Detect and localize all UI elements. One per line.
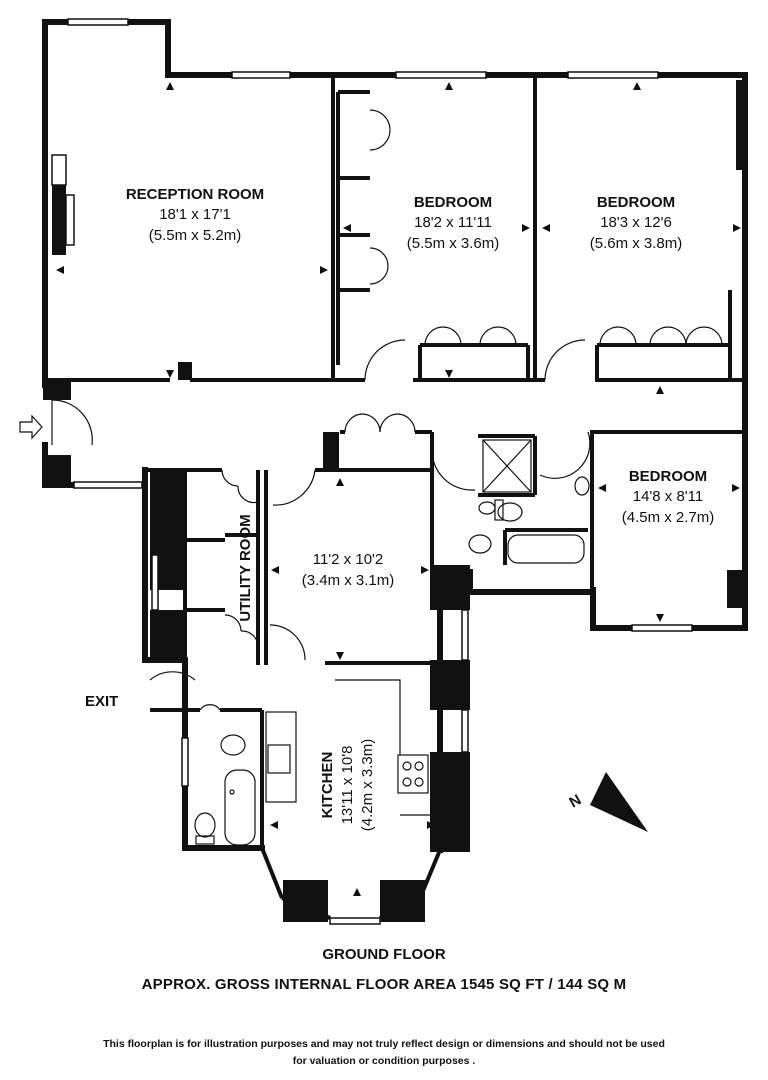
bedroom-1-name: BEDROOM bbox=[414, 194, 492, 211]
reception-metric: (5.5m x 5.2m) bbox=[149, 227, 242, 244]
kitchen-imperial: 13'11 x 10'8 bbox=[339, 746, 356, 825]
windows bbox=[51, 18, 693, 925]
room-label-kitchen: KITCHEN 13'11 x 10'8 (4.2m x 3.3m) bbox=[319, 739, 376, 832]
gross-area-text: APPROX. GROSS INTERNAL FLOOR AREA 1545 S… bbox=[141, 976, 627, 993]
kitchen-metric: (4.2m x 3.3m) bbox=[359, 739, 376, 832]
doors bbox=[51, 109, 723, 711]
north-label: N bbox=[566, 791, 584, 811]
fixtures bbox=[194, 439, 590, 846]
north-arrow-icon: N bbox=[566, 772, 648, 832]
wall-blocks bbox=[43, 80, 748, 922]
central-metric: (3.4m x 3.1m) bbox=[302, 572, 395, 589]
interior-walls bbox=[48, 78, 745, 920]
exterior-walls bbox=[42, 19, 748, 853]
room-label-utility: UTILITY ROOM bbox=[237, 514, 254, 621]
floor-title: GROUND FLOOR bbox=[322, 946, 446, 963]
bedroom-3-imperial: 14'8 x 8'11 bbox=[633, 488, 704, 505]
room-label-central: 11'2 x 10'2 (3.4m x 3.1m) bbox=[302, 551, 395, 589]
bedroom-3-name: BEDROOM bbox=[629, 468, 707, 485]
room-label-bedroom-1: BEDROOM 18'2 x 11'11 (5.5m x 3.6m) bbox=[407, 194, 500, 252]
bedroom-2-name: BEDROOM bbox=[597, 194, 675, 211]
disclaimer-text: This floorplan is for illustration purpo… bbox=[103, 1038, 665, 1067]
exit-label: EXIT bbox=[85, 693, 118, 710]
utility-name: UTILITY ROOM bbox=[237, 514, 254, 621]
reception-imperial: 18'1 x 17'1 bbox=[159, 206, 231, 223]
bedroom-2-metric: (5.6m x 3.8m) bbox=[590, 235, 683, 252]
bedroom-1-metric: (5.5m x 3.6m) bbox=[407, 235, 500, 252]
dimension-markers bbox=[56, 82, 741, 896]
central-imperial: 11'2 x 10'2 bbox=[313, 551, 384, 568]
reception-name: RECEPTION ROOM bbox=[126, 186, 264, 203]
bedroom-1-imperial: 18'2 x 11'11 bbox=[414, 214, 492, 231]
room-label-reception: RECEPTION ROOM 18'1 x 17'1 (5.5m x 5.2m) bbox=[126, 186, 264, 244]
bedroom-3-metric: (4.5m x 2.7m) bbox=[622, 509, 715, 526]
room-label-bedroom-2: BEDROOM 18'3 x 12'6 (5.6m x 3.8m) bbox=[590, 194, 683, 252]
room-label-bedroom-3: BEDROOM 14'8 x 8'11 (4.5m x 2.7m) bbox=[622, 468, 715, 526]
kitchen-name: KITCHEN bbox=[319, 752, 336, 819]
bedroom-2-imperial: 18'3 x 12'6 bbox=[600, 214, 672, 231]
entrance-arrow-icon bbox=[19, 414, 43, 440]
